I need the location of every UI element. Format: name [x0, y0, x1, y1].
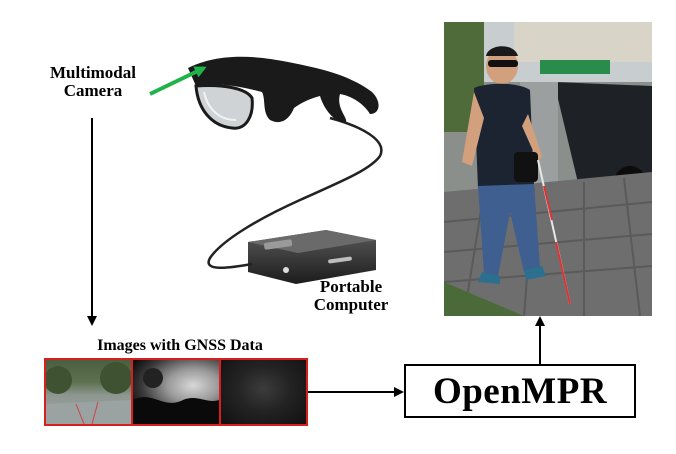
- rgb-frame: [46, 360, 132, 424]
- image-strip: [44, 358, 308, 426]
- smart-glasses-image: [188, 56, 379, 130]
- portable-computer-image: [207, 116, 383, 284]
- portable-computer-label: Portable Computer: [313, 277, 389, 314]
- openmpr-box: OpenMPR: [404, 364, 636, 418]
- images-with-gnss-label: Images with GNSS Data: [97, 337, 263, 354]
- multimodal-camera-label: Multimodal Camera: [50, 63, 136, 100]
- user-photo: [444, 22, 652, 316]
- camera-pointer-arrow: [149, 66, 207, 96]
- depth-frame: [131, 360, 219, 424]
- infrared-frame: [218, 360, 306, 424]
